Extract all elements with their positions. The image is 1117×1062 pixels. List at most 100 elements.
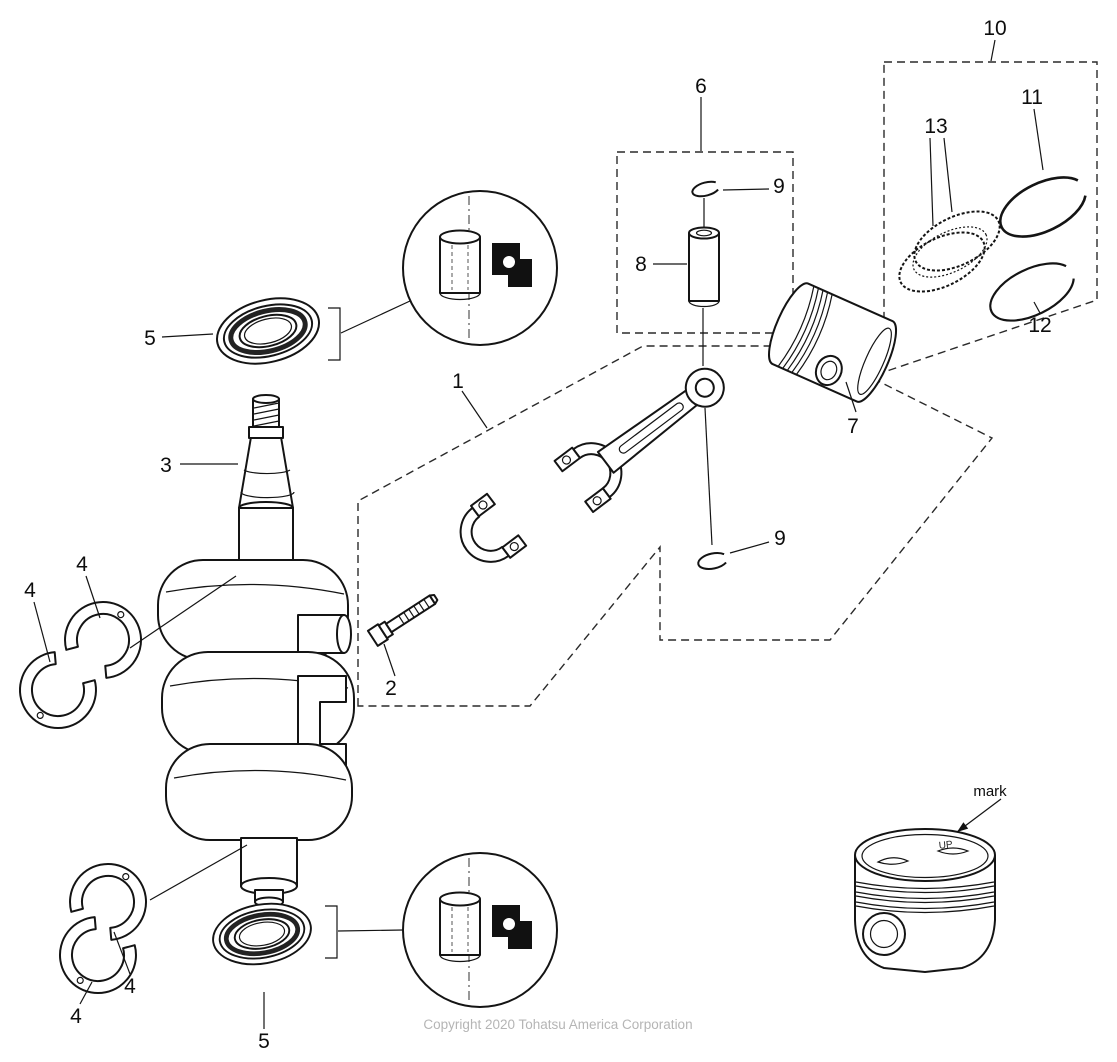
oil-ring-expander: [912, 226, 988, 278]
leader-1: [461, 390, 488, 429]
part-label-1: 1: [452, 370, 464, 393]
oil-seal-lower: [212, 902, 312, 966]
thread-line: [253, 420, 280, 427]
fork-ear: [553, 446, 581, 473]
bolt-tip: [428, 593, 439, 605]
circlip: [691, 180, 721, 198]
shaft-section-top: [439, 891, 481, 907]
part-label-4a: 4: [76, 553, 88, 576]
bearing-position-line: [149, 844, 248, 901]
pin-boss: [862, 912, 906, 956]
bolt-hole: [509, 541, 519, 552]
detail-line: [240, 491, 295, 499]
leader-11: [1033, 108, 1044, 171]
compression-ring-second: [989, 262, 1075, 322]
seal-ring: [218, 908, 306, 960]
leader-13: [943, 137, 953, 213]
shaft-section-bottom: [439, 954, 481, 963]
pin-body: [688, 232, 720, 302]
thread-line: [418, 602, 425, 612]
shaft-section: [439, 236, 481, 294]
crankshaft-tip-end: [252, 394, 280, 404]
ring-groove: [855, 901, 995, 910]
alignment-line: [704, 407, 713, 546]
oil-ring-rail: [913, 210, 1001, 272]
cap-ear: [501, 534, 528, 559]
thread-line: [253, 414, 280, 421]
mark-label: mark: [973, 783, 1007, 800]
pin-clip-lower: [697, 552, 729, 570]
bearing-position-line: [129, 575, 237, 649]
seal-spring-section: [503, 256, 515, 268]
piston-crown: [854, 828, 996, 882]
leader-4b: [33, 601, 51, 663]
ring-groove: [855, 885, 995, 894]
leader-4c: [113, 931, 131, 975]
seal-lip: [243, 317, 293, 345]
pin-bore: [695, 229, 713, 237]
crankshaft: [157, 394, 355, 908]
part-label-5-lower: 5: [258, 1030, 270, 1053]
seal-orientation-callout-lower: [402, 852, 558, 1008]
upper-journal: [238, 507, 294, 567]
small-end-bore: [694, 377, 715, 398]
part-label-9-upper: 9: [773, 175, 785, 198]
part-label-11: 11: [1021, 86, 1043, 109]
piston-pin: [688, 226, 720, 308]
pin-bottom: [688, 300, 720, 308]
up-mark-text: UP: [938, 839, 953, 851]
rod-cap: [459, 492, 528, 563]
thread-line: [403, 612, 410, 622]
cap-shell: [459, 506, 510, 563]
oil-seal-upper: [215, 297, 321, 365]
thread-line: [253, 408, 280, 415]
shaft-section-top: [439, 229, 481, 245]
seal-bore: [238, 313, 298, 349]
crankshaft-collar: [248, 426, 284, 439]
detail-line: [243, 469, 291, 475]
skirt-inner-wall: [857, 327, 892, 395]
shaft-section: [439, 898, 481, 956]
ring-groove: [782, 288, 820, 369]
ring-groove: [855, 881, 995, 890]
ring-groove: [855, 905, 995, 914]
pin-boss-bore: [820, 360, 838, 381]
thread-line: [413, 605, 420, 615]
rod-slot: [618, 402, 684, 454]
conrod-assembly-boundary: [357, 345, 994, 707]
oil-ring-rails: [898, 210, 1001, 293]
ring-groove: [791, 292, 829, 373]
circlip: [697, 552, 729, 570]
fork-ear: [584, 487, 612, 513]
main-bearing-upper-pair: [4, 586, 157, 744]
mark-arrowhead: [957, 822, 969, 832]
part-label-7: 7: [847, 415, 859, 438]
part-label-4c: 4: [124, 975, 136, 998]
seal-spring-section: [503, 918, 515, 930]
detail-line: [165, 583, 345, 595]
leader-9-upper: [722, 188, 770, 191]
bearing-shell: [54, 586, 157, 687]
pin-boss-bore: [869, 919, 899, 949]
seal-rubber: [223, 911, 301, 957]
ring-groove: [855, 891, 995, 900]
leader-4a: [85, 575, 101, 619]
ring-groove: [855, 895, 995, 904]
part-label-10: 10: [983, 17, 1006, 40]
seal-lip: [238, 921, 286, 947]
leader-12: [1033, 301, 1041, 314]
bolt-hole: [592, 496, 602, 506]
crankpin-1-end: [336, 614, 352, 654]
bearing-shell: [4, 643, 107, 744]
thread-line: [408, 608, 415, 618]
rod-bolt: [366, 593, 439, 647]
leader-5-upper: [161, 333, 214, 338]
main-bearing-lower-pair: [44, 848, 162, 1009]
piston: [768, 282, 898, 403]
part-label-4d: 4: [70, 1005, 82, 1028]
part-label-3: 3: [160, 454, 172, 477]
bolt-shank: [385, 594, 437, 634]
callout-leader: [340, 300, 411, 334]
